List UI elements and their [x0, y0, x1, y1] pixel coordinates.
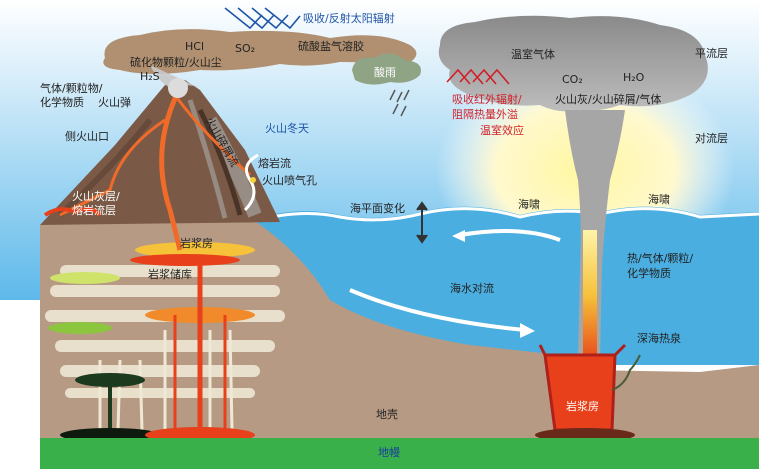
eruption-cloud — [103, 29, 417, 75]
hydrothermal-vent — [611, 354, 641, 391]
label-hcl: HCl — [185, 40, 204, 53]
convection-arrow-lower — [349, 288, 526, 332]
label-gas-particles-2: 化学物质 — [40, 95, 84, 109]
label-mantle: 地幔 — [378, 446, 400, 459]
label-greenhouse-effect: 温室效应 — [480, 123, 524, 137]
sill-green — [48, 322, 112, 334]
label-crust: 地壳 — [376, 407, 398, 421]
label-magma-chamber: 岩浆房 — [180, 236, 213, 250]
label-bombs: 火山弹 — [98, 95, 131, 109]
label-gas-particles-1: 气体/颗粒物/ — [40, 81, 103, 95]
ocean-surface — [249, 207, 759, 224]
label-h2o: H₂O — [623, 71, 645, 84]
label-tsunami-right: 海啸 — [648, 192, 670, 206]
label-sulfate-aerosol: 硫酸盐气溶胶 — [298, 39, 364, 53]
label-flank-vent: 侧火山口 — [65, 130, 109, 143]
label-co2: CO₂ — [562, 73, 583, 86]
label-tsunami-left: 海啸 — [518, 197, 540, 211]
label-h2s: H₂S — [140, 70, 160, 83]
label-heat-particles-2: 化学物质 — [627, 266, 671, 280]
label-ash-lava-1: 火山灰层/ — [72, 189, 120, 203]
label-lava-flow: 熔岩流 — [258, 156, 291, 170]
label-fumarole: 火山喷气孔 — [262, 173, 317, 187]
sill-yellow — [50, 272, 120, 284]
label-ir-absorb-1: 吸收红外辐射/ — [452, 92, 522, 106]
label-sulfide-ash: 硫化物颗粒/火山尘 — [130, 55, 222, 69]
label-greenhouse: 温室气体 — [511, 47, 555, 61]
label-ash-debris-gas: 火山灰/火山碎屑/气体 — [555, 92, 661, 106]
label-stratosphere: 平流层 — [695, 46, 728, 60]
label-magma-reservoir: 岩浆储库 — [148, 267, 192, 281]
label-troposphere: 对流层 — [695, 131, 728, 145]
flank-conduit — [59, 118, 166, 217]
sea-level-arrow — [416, 201, 428, 244]
hot-vent-column — [583, 230, 597, 360]
main-conduit — [159, 90, 183, 251]
ir-arrows — [446, 68, 510, 85]
label-solar: 吸收/反射太阳辐射 — [303, 11, 395, 25]
label-ash-lava-2: 熔岩流层 — [72, 203, 116, 217]
label-acid-rain: 酸雨 — [374, 65, 396, 79]
label-sea-magma-chamber: 岩浆房 — [566, 399, 599, 413]
acid-rain-drops — [389, 89, 410, 117]
label-hydrothermal: 深海热泉 — [637, 331, 681, 345]
feeder-dikes — [98, 329, 234, 431]
convection-arrow-upper — [459, 229, 561, 242]
label-volcanic-winter: 火山冬天 — [265, 121, 309, 135]
label-sea-level: 海平面变化 — [350, 201, 405, 215]
label-ir-absorb-2: 阻隔热量外溢 — [452, 107, 518, 121]
greenhouse-cloud — [438, 15, 708, 112]
acid-rain-cloud — [352, 53, 421, 85]
sea-magma-chamber — [543, 353, 617, 432]
label-so2: SO₂ — [235, 42, 255, 55]
label-ocean-convection: 海水对流 — [450, 281, 494, 295]
mantle — [40, 438, 759, 469]
label-heat-particles-1: 热/气体/颗粒/ — [627, 251, 693, 265]
solar-arrows — [224, 7, 301, 30]
